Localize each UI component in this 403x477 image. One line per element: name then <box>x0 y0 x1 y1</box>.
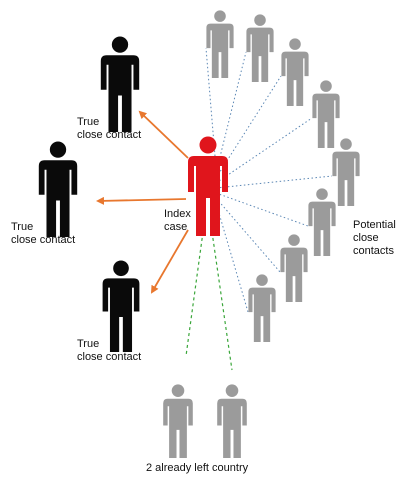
departed-label: 2 already left country <box>146 462 249 474</box>
departed-person-icon <box>217 384 247 458</box>
potential-contact-link <box>215 197 281 273</box>
people-layer <box>38 10 360 458</box>
potential-contact-person-icon <box>281 38 309 106</box>
index-case-person-icon <box>188 136 228 236</box>
true-contact-middle-label-line1: True <box>11 221 34 233</box>
true-contact-bottom-label-line1: True <box>77 338 100 350</box>
potential-contact-person-icon <box>280 234 308 302</box>
potential-contact-link <box>215 51 247 174</box>
potential-contacts-label-line3: contacts <box>353 245 394 257</box>
potential-contact-person-icon <box>206 10 234 78</box>
potential-contact-person-icon <box>332 138 360 206</box>
true-contact-top-label-line2: close contact <box>77 129 142 141</box>
index-case-label-line2: case <box>164 221 188 233</box>
departed-link <box>211 231 233 371</box>
potential-contact-person-icon <box>246 14 274 82</box>
potential-contact-person-icon <box>248 274 276 342</box>
true-contact-arrow <box>150 229 189 294</box>
true-contact-top-label-line1: True <box>77 116 100 128</box>
potential-contacts-label: Potential close contacts <box>353 219 396 258</box>
true-contact-middle-label: True close contact <box>11 221 75 247</box>
true-contact-arrow <box>96 196 187 205</box>
true-contact-bottom-label: True close contact <box>77 338 141 364</box>
potential-contact-link <box>215 192 309 227</box>
departed-person-icon <box>163 384 193 458</box>
potential-contact-link <box>215 175 333 189</box>
edges-layer <box>96 47 333 371</box>
potential-contact-person-icon <box>312 80 340 148</box>
departed-link <box>185 231 204 357</box>
true-contact-middle-label-line2: close contact <box>11 234 76 246</box>
index-case-label: Index case <box>164 208 191 234</box>
true-contact-arrow <box>138 110 189 159</box>
index-case-label-line1: Index <box>164 208 191 220</box>
true-contact-top-label: True close contact <box>77 116 141 142</box>
potential-contact-person-icon <box>308 188 336 256</box>
potential-contact-link <box>215 202 249 313</box>
potential-contacts-label-line1: Potential <box>353 219 396 231</box>
true-contact-bottom-label-line2: close contact <box>77 351 142 363</box>
potential-contact-link <box>215 117 313 184</box>
potential-contacts-label-line2: close <box>353 232 379 244</box>
